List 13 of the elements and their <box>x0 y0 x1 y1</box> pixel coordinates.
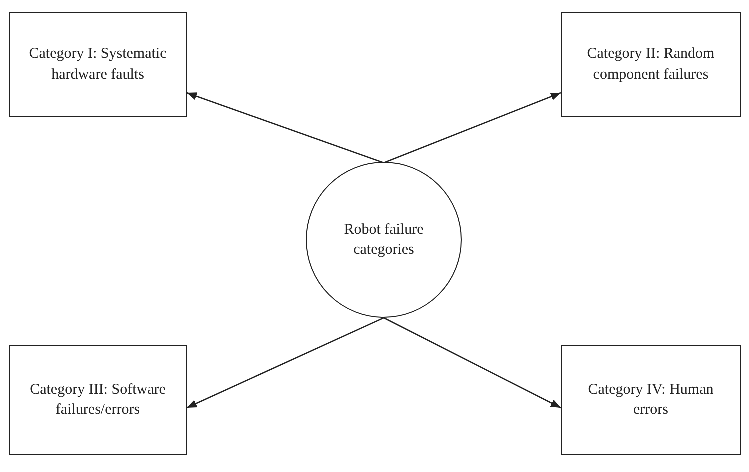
category-box <box>561 12 741 117</box>
arrow <box>186 317 384 409</box>
arrow <box>384 317 562 409</box>
node-text: Category III: Software failures/errors <box>29 380 167 420</box>
arrow <box>186 92 384 164</box>
node-text: Category I: Systematic hardware faults <box>28 45 168 84</box>
node-text: Robot failure categories <box>343 220 425 260</box>
arrow <box>384 92 562 164</box>
node-text: Category IV: Human errors <box>587 380 715 420</box>
node-text: Category II: Random component failures <box>586 45 716 84</box>
category-box <box>561 345 741 455</box>
category-box <box>9 345 187 455</box>
category-box <box>9 12 187 117</box>
